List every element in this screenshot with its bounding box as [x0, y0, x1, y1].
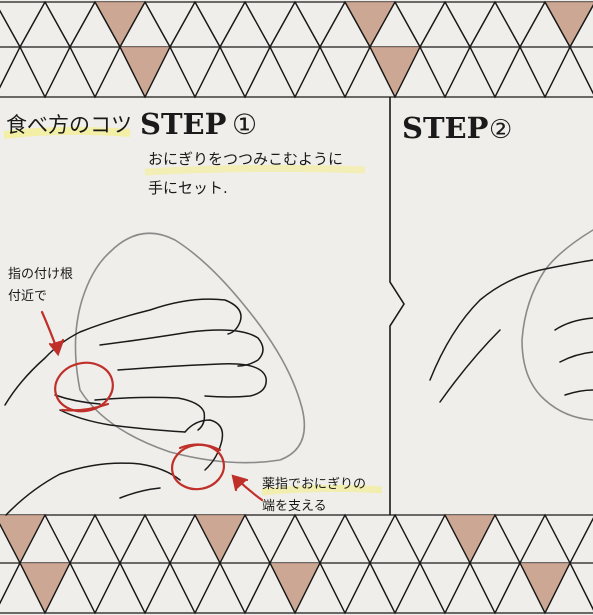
step2-number: ② — [489, 115, 512, 145]
annotation-finger-base-line2: 付近で — [8, 289, 47, 304]
border-triangle-shaded — [445, 515, 495, 563]
border-triangle-shaded — [120, 47, 170, 97]
title-highlight — [3, 126, 131, 139]
border-triangle-shaded — [20, 563, 70, 613]
bottom-triangle-border — [0, 513, 593, 615]
step2-label: STEP — [402, 111, 489, 145]
border-triangle-shaded — [195, 515, 245, 563]
border-triangle-shaded — [345, 2, 395, 47]
annotation-ring-highlight — [261, 484, 383, 496]
border-triangle — [569, 4, 593, 48]
border-triangle — [569, 517, 593, 564]
border-triangle-shaded — [520, 563, 570, 613]
page-title: 食べ方のコツ — [6, 113, 132, 137]
annotation-finger-base-line1: 指の付け根 — [8, 267, 73, 282]
step1-instruction-line1: おにぎりをつつみこむように — [148, 150, 343, 168]
annotation-ring-finger-line1: 薬指でおにぎりの — [262, 477, 366, 492]
red-markings-step1 — [40, 310, 264, 502]
border-triangle-shaded — [370, 47, 420, 97]
onigiri-outline-step1 — [74, 232, 306, 464]
top-triangle-border — [0, 0, 593, 99]
border-triangle-shaded — [0, 515, 45, 563]
border-triangle — [569, 562, 593, 611]
finger-base-circle — [54, 361, 114, 413]
step1-number: ① — [232, 108, 257, 141]
border-triangle — [569, 46, 593, 95]
border-triangle-shaded — [545, 2, 593, 47]
border-triangle-shaded — [270, 563, 320, 613]
instruction-highlight — [144, 164, 366, 176]
step1-label: STEP — [140, 107, 227, 141]
step1-instruction-line2: 手にセット. — [148, 179, 228, 197]
border-triangle-shaded — [95, 2, 145, 47]
hand-drawing-step2 — [429, 229, 593, 421]
panel-divider — [389, 97, 405, 515]
annotation-ring-finger-line2: 端を支える — [262, 499, 327, 514]
hand-drawing-step1 — [4, 298, 267, 516]
